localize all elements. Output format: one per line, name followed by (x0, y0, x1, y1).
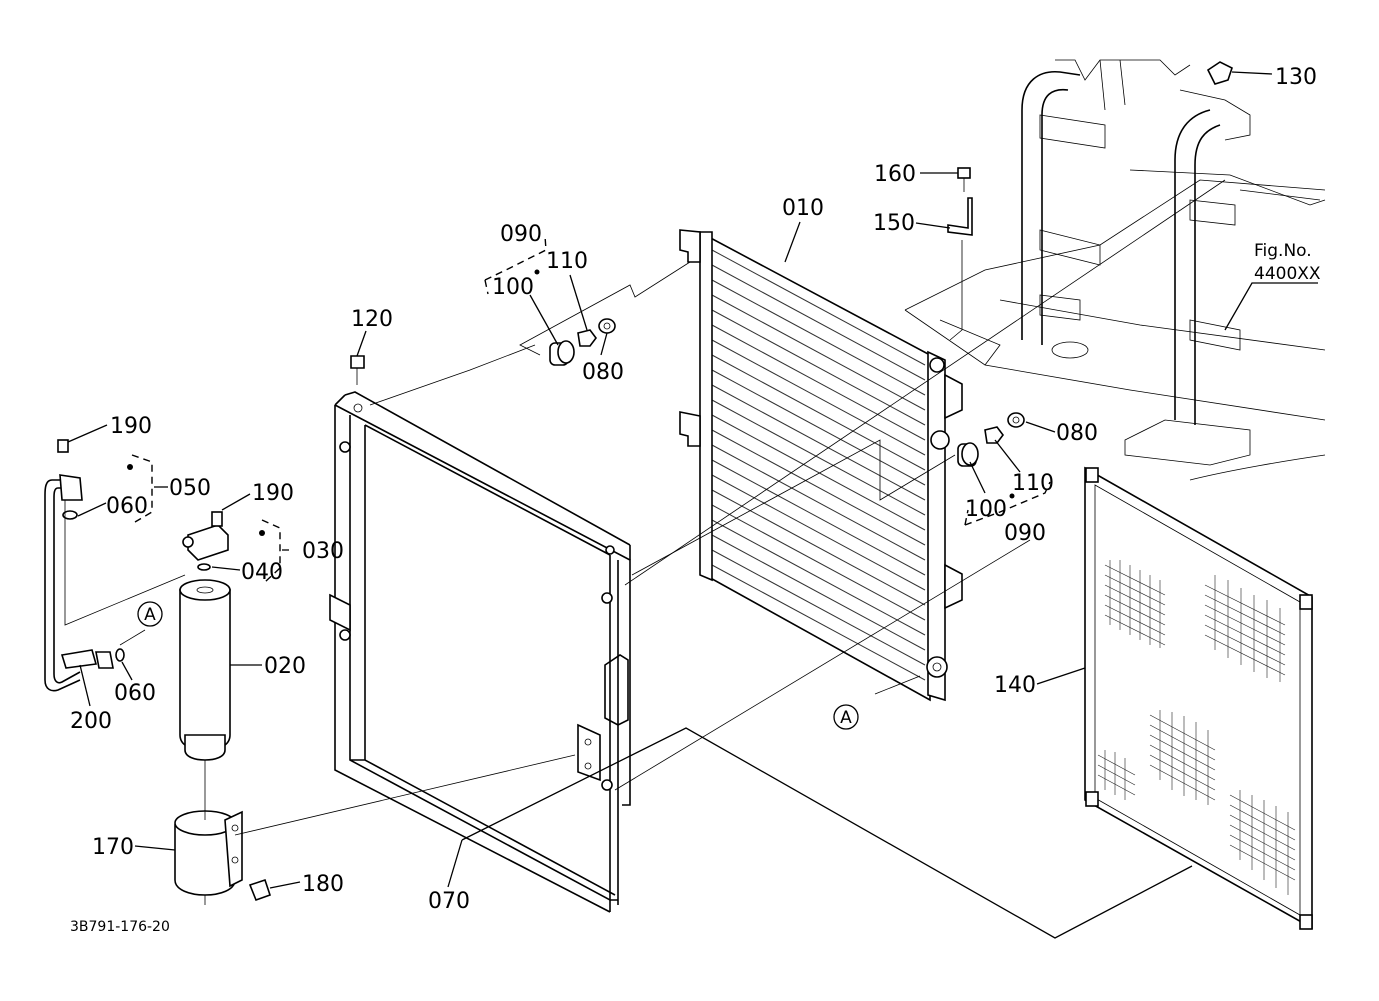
label-110: 110 (546, 249, 588, 274)
label-150: 150 (873, 211, 915, 236)
fig-ref-line1: Fig.No. (1254, 241, 1312, 261)
label-110: 110 (1012, 471, 1054, 496)
part-labels: 010 020 030 040 050 060 060 070 080 080 … (70, 65, 1317, 914)
label-170: 170 (92, 835, 134, 860)
label-140: 140 (994, 673, 1036, 698)
label-180: 180 (302, 872, 344, 897)
view-marker-a-left: A (137, 601, 163, 627)
label-040: 040 (241, 560, 283, 585)
label-030: 030 (302, 539, 344, 564)
group-dots (127, 269, 1015, 536)
label-200: 200 (70, 709, 112, 734)
small-parts-drawing (44, 61, 1233, 902)
fig-ref-line2: 4400XX (1254, 264, 1321, 284)
label-060: 060 (106, 494, 148, 519)
view-marker-a-right: A (833, 704, 859, 730)
label-100: 100 (965, 497, 1007, 522)
tractor-frame-drawing (904, 59, 1326, 481)
leader-lines (64, 71, 1318, 939)
label-100: 100 (492, 275, 534, 300)
label-190: 190 (110, 414, 152, 439)
figure-reference: Fig.No. 4400XX (1254, 241, 1321, 284)
condenser-core-drawing (679, 229, 963, 702)
label-050: 050 (169, 476, 211, 501)
label-080: 080 (582, 360, 624, 385)
screen-drawing (1084, 466, 1313, 930)
label-160: 160 (874, 162, 916, 187)
label-120: 120 (351, 307, 393, 332)
svg-text:A: A (840, 708, 852, 728)
label-060: 060 (114, 681, 156, 706)
svg-text:A: A (144, 605, 156, 625)
frame-drawing (329, 391, 631, 913)
label-020: 020 (264, 654, 306, 679)
label-190: 190 (252, 481, 294, 506)
figure-code: 3B791-176-20 (70, 919, 170, 935)
label-090: 090 (500, 222, 542, 247)
label-070: 070 (428, 889, 470, 914)
label-090: 090 (1004, 521, 1046, 546)
label-080: 080 (1056, 421, 1098, 446)
label-010: 010 (782, 196, 824, 221)
label-130: 130 (1275, 65, 1317, 90)
